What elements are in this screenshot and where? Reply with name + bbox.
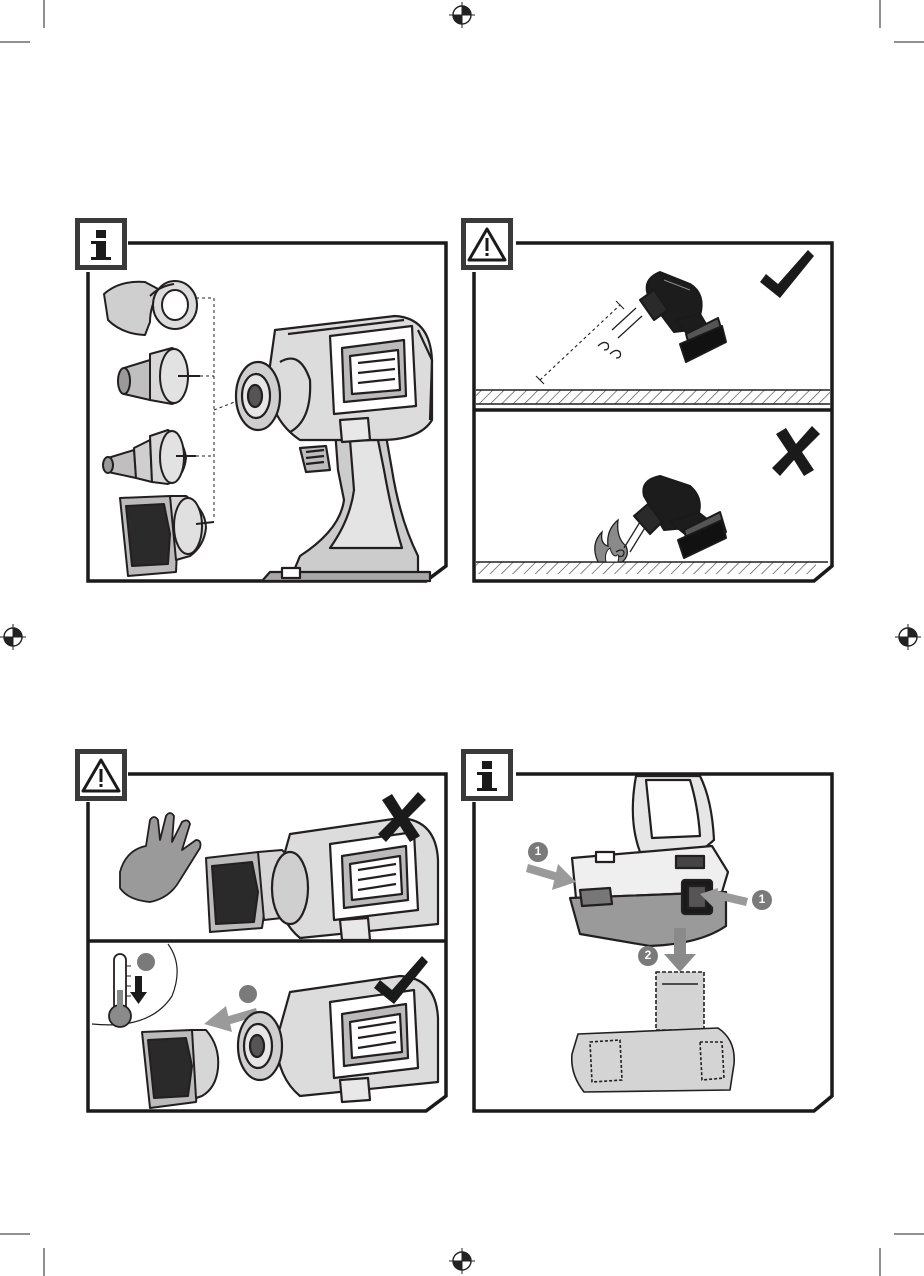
heat-gun-incorrect (634, 476, 726, 558)
heat-gun-tool (236, 316, 432, 581)
temperature-down-arrow (130, 976, 147, 1004)
cooldown-callout (92, 944, 177, 1027)
cone-nozzle (103, 430, 196, 484)
info-icon (75, 218, 127, 270)
panel-warning-surface (461, 218, 832, 581)
check-mark (760, 250, 814, 298)
panel-info-accessories (75, 218, 446, 581)
clearance-distance-line (536, 301, 624, 384)
step-badge-1-left: 1 (528, 842, 548, 862)
registration-mark-right (895, 624, 921, 650)
reducer-nozzle (118, 348, 200, 404)
tool-handle (633, 776, 714, 852)
heat-gun-bottom (238, 976, 438, 1102)
registration-mark-top (449, 2, 475, 28)
glove-hand (120, 813, 201, 902)
ground-surface-top (476, 390, 830, 404)
warning-icon (461, 218, 513, 270)
info-icon (461, 749, 513, 801)
release-arrow-left (526, 864, 576, 890)
flat-nozzle (120, 496, 214, 576)
step-marker-2 (239, 985, 257, 1003)
heat-gun-correct (640, 272, 726, 362)
registration-mark-left (0, 624, 26, 650)
panel-info-battery: 1 1 2 (461, 749, 832, 1111)
step-badge-1-right: 1 (752, 890, 772, 910)
airflow-lines-top (598, 308, 642, 358)
battery-pack-removed (572, 972, 734, 1092)
cross-mark (772, 426, 820, 476)
step-2-label: 2 (645, 948, 652, 962)
step-badge-2: 2 (638, 946, 658, 966)
nozzle-removed (142, 1030, 218, 1108)
ground-surface-bottom (476, 562, 828, 574)
reflector-nozzle (104, 281, 197, 335)
step-marker-1 (137, 953, 155, 971)
step-1-label: 1 (535, 844, 542, 858)
panel-warning-hot-nozzle (75, 749, 446, 1111)
warning-icon (75, 749, 127, 801)
step-1-label: 1 (759, 892, 766, 906)
thermometer-icon (109, 954, 131, 1027)
registration-mark-bottom (449, 1248, 475, 1274)
